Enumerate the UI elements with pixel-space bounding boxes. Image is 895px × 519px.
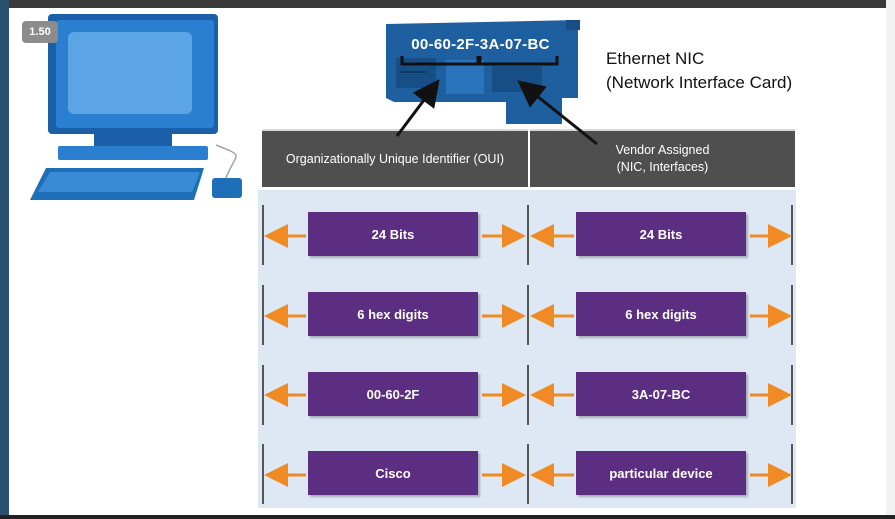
vendor-value-box: 3A-07-BC: [576, 372, 746, 416]
oui-vendor-box: Cisco: [308, 451, 478, 495]
oui-hex-digits-box: 6 hex digits: [308, 292, 478, 336]
video-bottom-bar: [0, 515, 895, 519]
device-box: particular device: [576, 451, 746, 495]
nic-title-line1: Ethernet NIC: [606, 49, 705, 68]
mac-address-label: 00-60-2F-3A-07-BC: [411, 36, 550, 53]
computer-icon: [30, 14, 242, 200]
vendor-header-line2: (NIC, Interfaces): [616, 160, 709, 174]
video-left-edge: [0, 0, 9, 519]
nic-title-line2: (Network Interface Card): [606, 73, 793, 92]
playback-speed-badge[interactable]: 1.50: [22, 21, 58, 43]
oui-header: Organizationally Unique Identifier (OUI): [262, 129, 528, 187]
vendor-bits-box: 24 Bits: [576, 212, 746, 256]
oui-value-box: 00-60-2F: [308, 372, 478, 416]
vendor-assigned-header: Vendor Assigned (NIC, Interfaces): [530, 129, 795, 187]
video-right-edge: [886, 0, 895, 519]
pointer-arrow-icon: [395, 79, 440, 137]
video-top-bar: [0, 0, 895, 8]
pointer-arrow-icon: [517, 80, 598, 146]
vendor-header-line1: Vendor Assigned: [615, 143, 710, 157]
nic-title: Ethernet NIC (Network Interface Card): [606, 47, 792, 95]
oui-bits-box: 24 Bits: [308, 212, 478, 256]
vendor-hex-digits-box: 6 hex digits: [576, 292, 746, 336]
